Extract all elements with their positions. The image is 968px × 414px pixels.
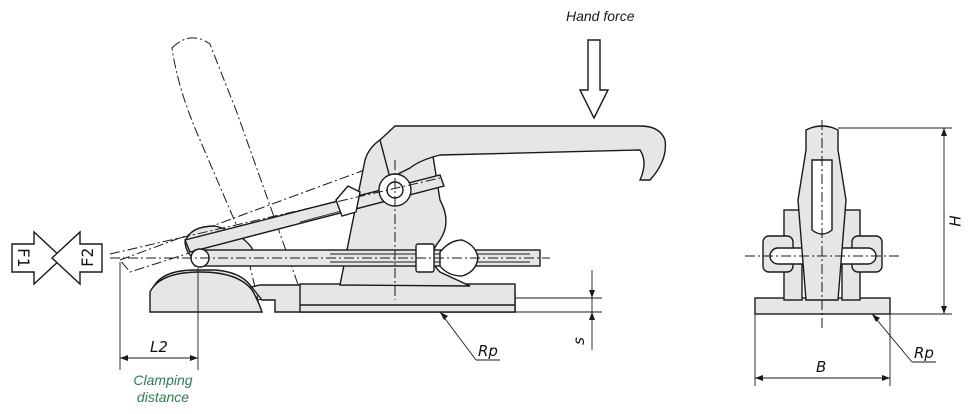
open-centerline bbox=[109, 177, 441, 255]
h-label: H bbox=[946, 215, 965, 227]
h-arrow-bottom bbox=[941, 306, 947, 314]
clamping-distance-line2: distance bbox=[136, 389, 190, 405]
hand-force-arrow bbox=[578, 39, 610, 120]
l2-arrow-right bbox=[190, 355, 198, 361]
f2-arrow bbox=[50, 230, 103, 286]
rp-left-arrow bbox=[440, 312, 448, 320]
rp-right-leader bbox=[871, 313, 913, 363]
hand-force-label: Hand force bbox=[566, 8, 635, 24]
b-label: B bbox=[816, 358, 827, 376]
rp-right-label: Rp bbox=[914, 344, 934, 362]
l2-arrow-left bbox=[120, 355, 128, 361]
upper-nut bbox=[335, 185, 361, 217]
rp-left-leader bbox=[439, 311, 477, 361]
s-label: s bbox=[569, 337, 588, 345]
base-plate-left-foot bbox=[149, 271, 263, 313]
open-position-handle-outline bbox=[171, 37, 301, 301]
f1-arrow bbox=[11, 230, 64, 286]
h-arrow-top bbox=[941, 128, 947, 136]
b-arrow-right bbox=[882, 375, 890, 381]
clamping-distance-label: Clamping distance bbox=[118, 372, 208, 406]
base-plate-right-section bbox=[299, 283, 516, 313]
b-arrow-left bbox=[755, 375, 763, 381]
f1-label: F1 bbox=[14, 247, 34, 268]
main-handle bbox=[379, 125, 667, 181]
s-arrow-bottom bbox=[589, 312, 595, 320]
side-view bbox=[11, 37, 667, 370]
upper-link-thread bbox=[299, 209, 346, 223]
clamping-distance-line1: Clamping bbox=[133, 372, 193, 388]
rp-left-label: Rp bbox=[478, 342, 498, 360]
f2-label: F2 bbox=[78, 247, 98, 268]
s-arrow-top bbox=[589, 290, 595, 298]
rp-right-arrow bbox=[872, 314, 880, 322]
front-view bbox=[745, 120, 952, 386]
l2-label: L2 bbox=[150, 338, 168, 356]
